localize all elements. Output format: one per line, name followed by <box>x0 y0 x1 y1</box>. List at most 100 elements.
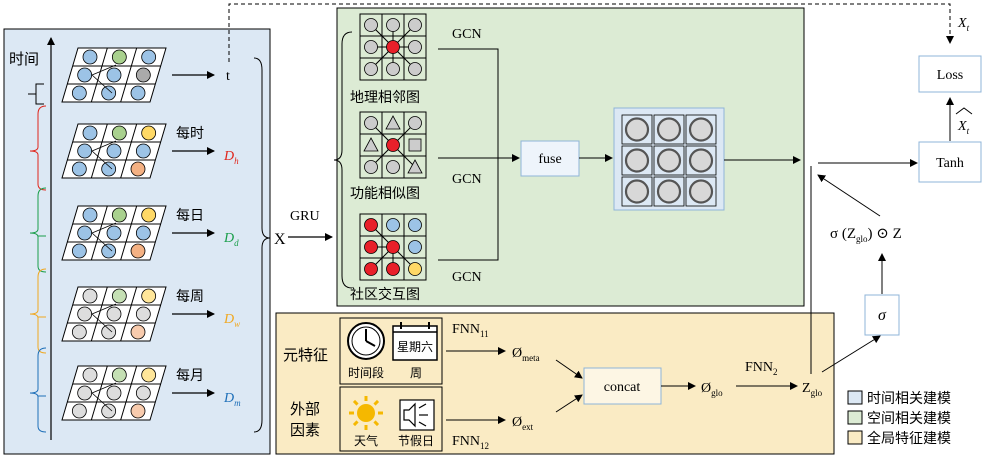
region-node <box>82 49 98 65</box>
community-interaction-graph <box>359 213 427 281</box>
xt-hat-label: Xt <box>957 119 970 136</box>
sigma-box <box>864 294 900 336</box>
output-node <box>624 179 650 204</box>
region-node <box>106 143 122 159</box>
region-node <box>77 225 93 241</box>
external-icons-box <box>339 386 443 452</box>
region-node <box>130 161 146 177</box>
region-node <box>111 49 127 65</box>
spatial-bracket <box>333 31 353 289</box>
clock-icon <box>347 322 385 360</box>
fnn11-label: FNN11 <box>452 322 489 339</box>
output-node <box>656 148 682 173</box>
sigma-label: σ <box>878 307 887 324</box>
loss-label: Loss <box>937 68 963 83</box>
geo-adjacency-graph <box>359 13 427 81</box>
concat-label: concat <box>604 380 641 395</box>
region-node <box>141 125 157 141</box>
region-node <box>82 125 98 141</box>
region-node <box>111 125 127 141</box>
loss-box <box>918 55 982 93</box>
region-node <box>71 161 87 177</box>
gcn-line-3 <box>438 158 499 261</box>
temporal-bracket <box>253 57 271 433</box>
region-node <box>130 324 146 340</box>
zglo-to-sigma-arrow <box>821 335 881 373</box>
output-node <box>624 148 650 173</box>
region-node <box>101 243 117 259</box>
phi-glo-label: Øglo <box>701 381 723 398</box>
time-row-output: Dm <box>223 391 241 408</box>
phi-ext-label: Øext <box>512 415 534 432</box>
output-node <box>688 179 714 204</box>
ext-to-concat-arrow <box>555 394 583 413</box>
time-axis-label: 时间 <box>9 50 39 68</box>
region-node <box>135 143 151 159</box>
region-node <box>82 288 98 304</box>
fnn2-label: FNN2 <box>745 360 778 377</box>
external-factor-label-1: 外部 <box>290 400 320 418</box>
x-label: X <box>274 231 286 248</box>
legend-label: 空间相关建模 <box>867 411 951 427</box>
region-node <box>111 288 127 304</box>
region-node <box>106 385 122 401</box>
time-row-label-t: t <box>226 69 230 84</box>
functional-similarity-graph <box>359 111 427 179</box>
region-node <box>101 324 117 340</box>
time-slot-label: 时间段 <box>348 365 384 380</box>
legend-swatch <box>847 390 863 405</box>
hat-mark <box>955 107 973 115</box>
tanh-box <box>918 141 982 183</box>
region-node <box>71 85 87 101</box>
region-node <box>135 306 151 322</box>
legend-label: 全局特征建模 <box>867 430 951 447</box>
region-node <box>77 67 93 83</box>
time-row-output: Dh <box>223 149 239 166</box>
time-row-0: t <box>28 47 230 105</box>
sun-icon <box>349 396 383 430</box>
region-node <box>82 207 98 223</box>
time-row-label: 每周 <box>176 289 204 305</box>
output-grid-cells <box>621 114 717 207</box>
region-node <box>106 67 122 83</box>
fnn12-label: FNN12 <box>452 434 489 451</box>
output-node <box>656 117 682 142</box>
time-row-output: Dw <box>223 312 240 329</box>
gcn-label-1: GCN <box>452 27 482 42</box>
output-node <box>688 117 714 142</box>
region-node <box>111 367 127 383</box>
meta-feature-label: 元特征 <box>283 346 328 364</box>
region-node <box>71 243 87 259</box>
weather-label: 天气 <box>354 433 378 448</box>
time-row-label: 每日 <box>176 208 204 224</box>
calendar-day-text: 星期六 <box>397 340 433 354</box>
region-node <box>141 288 157 304</box>
gcn-line-1 <box>438 48 499 158</box>
region-node <box>77 306 93 322</box>
time-row-label: 每时 <box>176 126 204 142</box>
fuse-label: fuse <box>538 152 561 167</box>
week-label: 周 <box>410 366 422 380</box>
graph-label-geo: 地理相邻图 <box>350 90 420 106</box>
phi-meta-label: Ømeta <box>512 346 540 363</box>
meta-to-concat-arrow <box>555 359 583 379</box>
region-node <box>141 367 157 383</box>
gcn-label-3: GCN <box>452 270 482 285</box>
region-node <box>77 143 93 159</box>
gcn-label-2: GCN <box>452 172 482 187</box>
calendar-icon <box>392 322 438 361</box>
tanh-label: Tanh <box>936 156 964 171</box>
time-row-3: 每周 Dw <box>29 268 240 354</box>
region-node <box>111 207 127 223</box>
output-node <box>656 179 682 204</box>
gru-label: GRU <box>290 209 320 224</box>
region-node <box>101 161 117 177</box>
region-node <box>101 403 117 419</box>
region-node <box>135 385 151 401</box>
region-node <box>71 324 87 340</box>
region-node <box>106 306 122 322</box>
